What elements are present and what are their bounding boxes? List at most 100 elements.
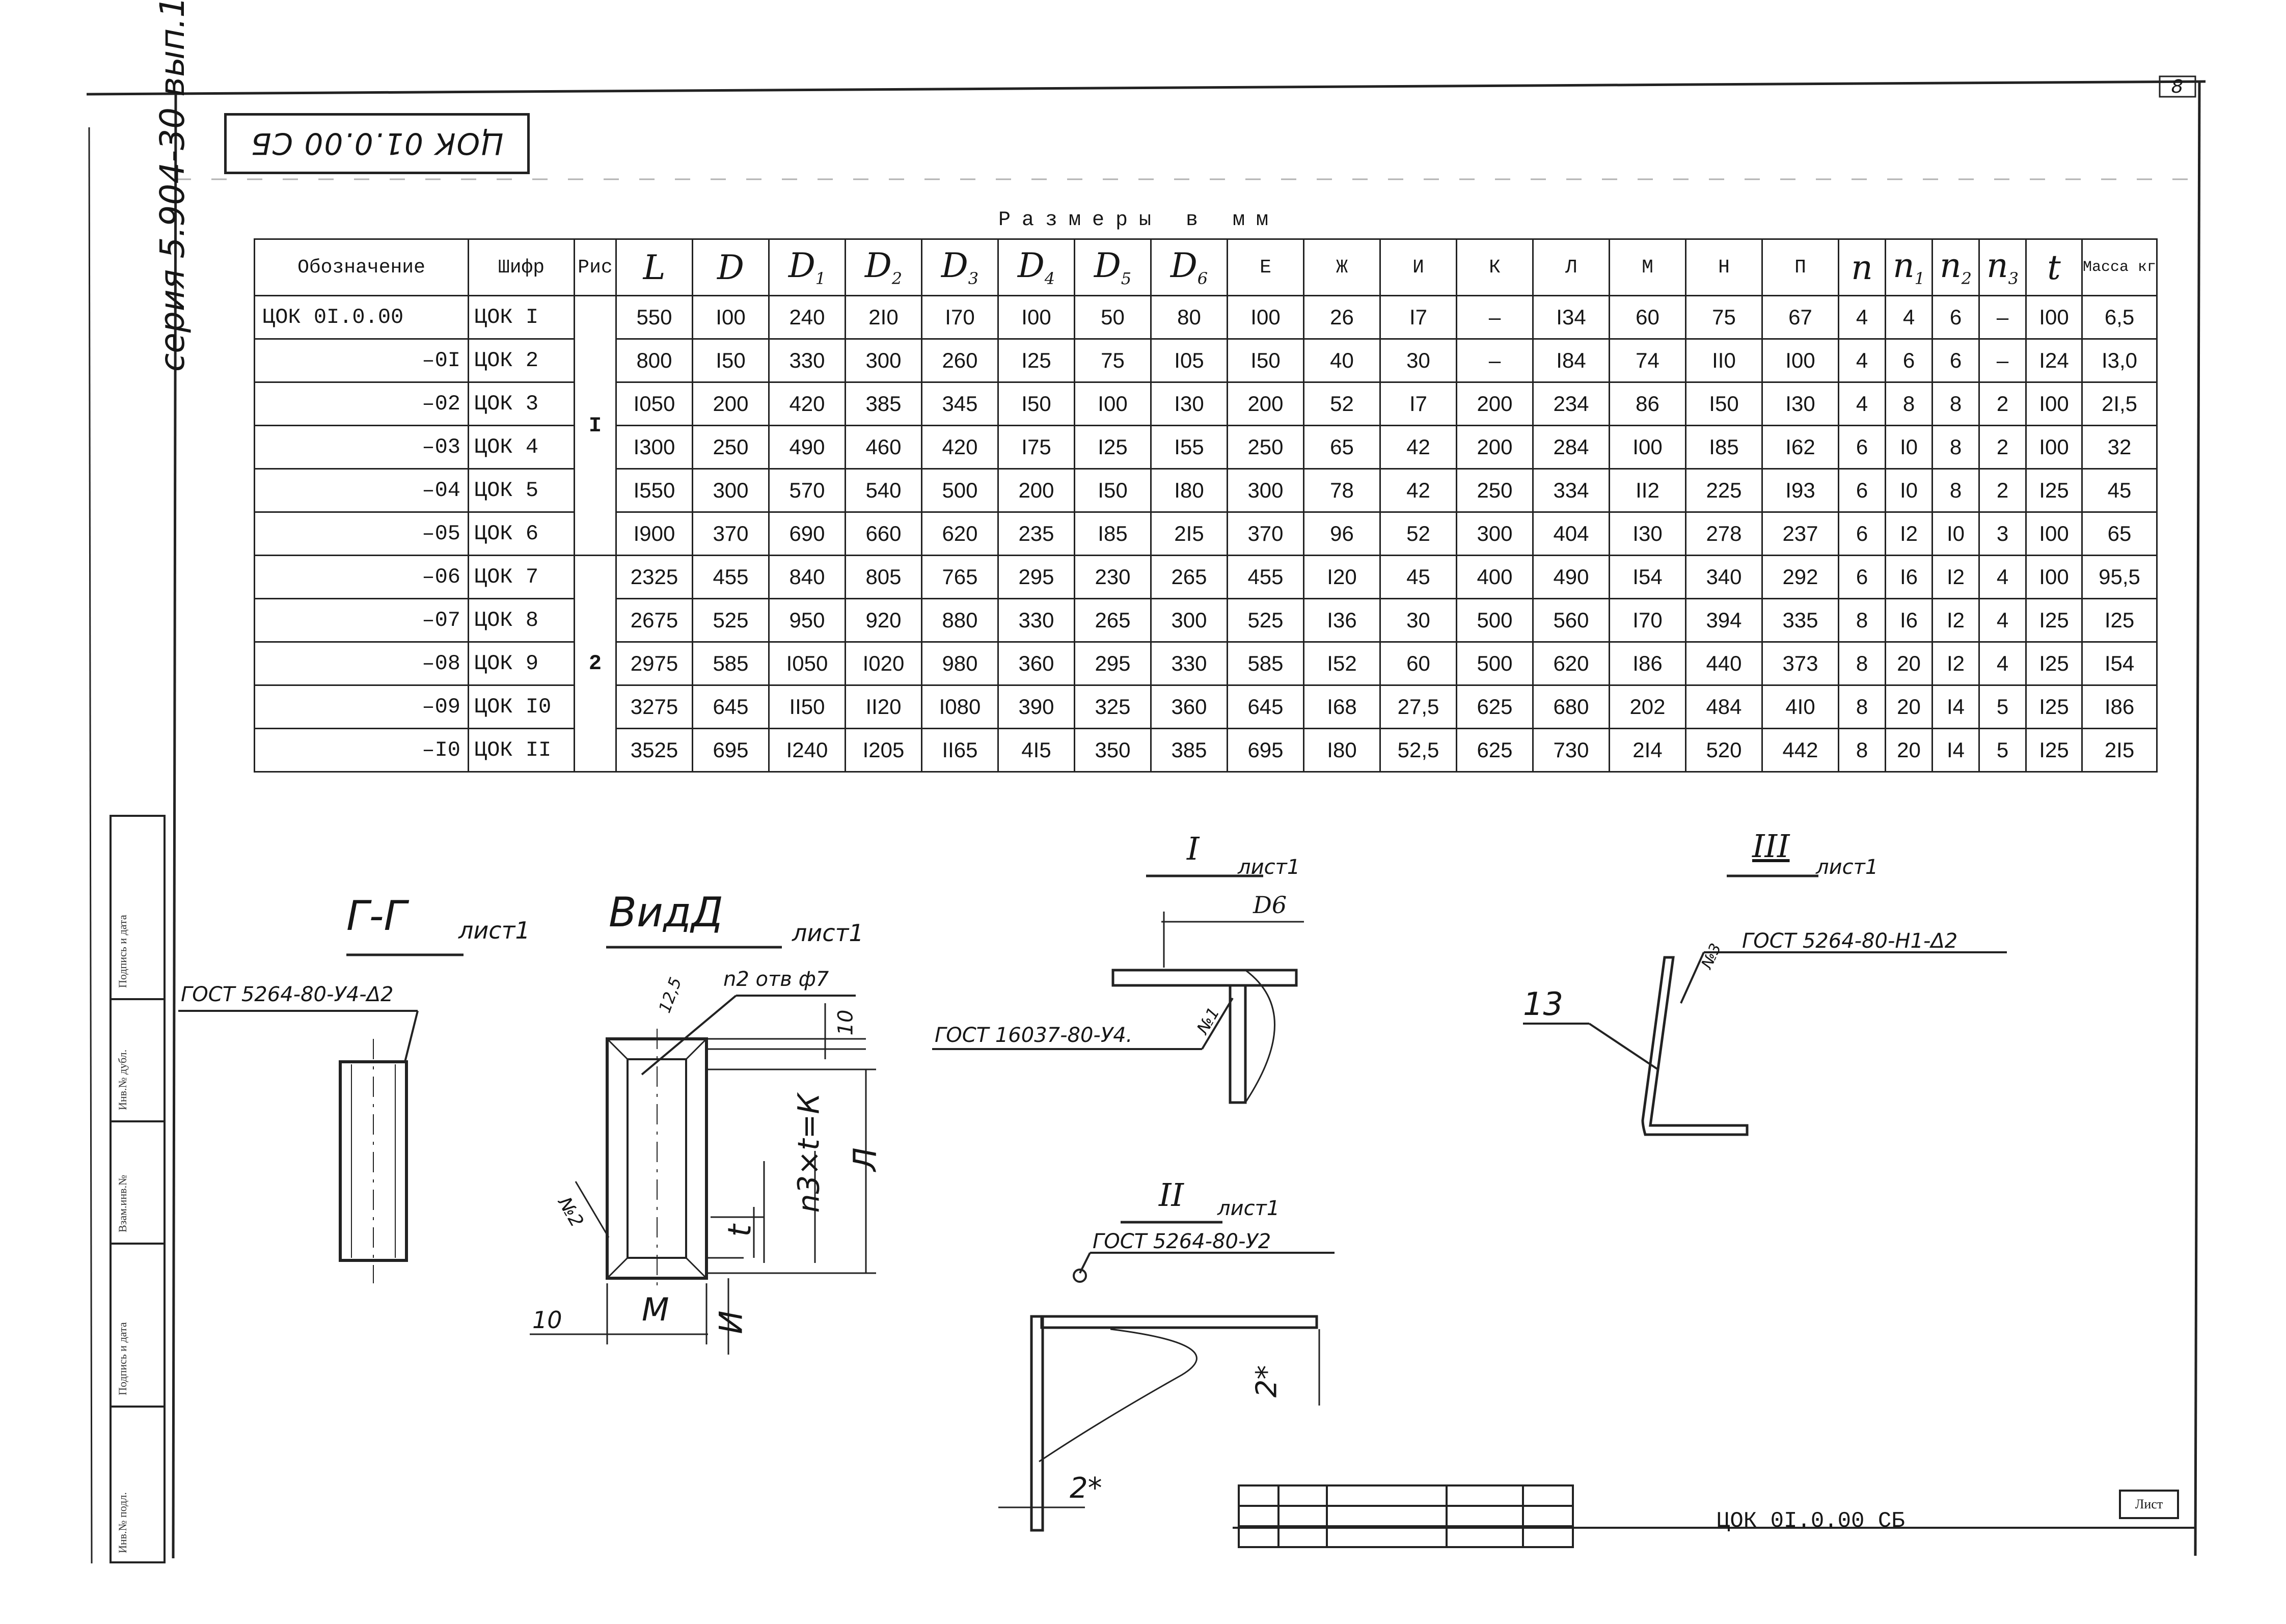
table-cell: 360 bbox=[997, 641, 1075, 686]
table-cell: 334 bbox=[1532, 468, 1610, 513]
table-cell: 8 bbox=[1838, 684, 1886, 729]
table-cell: I240 bbox=[768, 728, 846, 773]
table-cell: I0 bbox=[1885, 468, 1933, 513]
table-cell: I62 bbox=[1761, 425, 1839, 470]
table-cell: I86 bbox=[1609, 641, 1686, 686]
margin-label: Инв.№ подл. bbox=[116, 1492, 129, 1553]
table-cell: 4 bbox=[1885, 295, 1933, 340]
table-cell: 30 bbox=[1379, 338, 1457, 383]
vd-M: М bbox=[642, 1291, 669, 1328]
title-block-code: ЦОК 0I.0.00 СБ bbox=[1717, 1508, 1905, 1534]
table-cell: 2675 bbox=[615, 598, 693, 643]
table-cell: I050 bbox=[768, 641, 846, 686]
d3-pos: 13 bbox=[1523, 985, 1563, 1023]
table-cell: 30 bbox=[1379, 598, 1457, 643]
table-cell: 300 bbox=[1227, 468, 1304, 513]
table-cell: 570 bbox=[768, 468, 846, 513]
table-cell-designation: –0I bbox=[254, 338, 469, 383]
table-cell: 3525 bbox=[615, 728, 693, 773]
vd-title: ВидД bbox=[609, 889, 723, 936]
table-cell-code: ЦОК 2 bbox=[468, 338, 575, 383]
table-cell: 278 bbox=[1685, 511, 1763, 556]
table-cell: 345 bbox=[921, 381, 999, 426]
table-cell: I300 bbox=[615, 425, 693, 470]
table-cell: – bbox=[1978, 338, 2027, 383]
table-cell: 2325 bbox=[615, 555, 693, 599]
table-cell: I00 bbox=[2025, 511, 2083, 556]
d2-sheet: лист1 bbox=[1217, 1197, 1280, 1220]
table-cell: 20 bbox=[1885, 684, 1933, 729]
table-cell: 96 bbox=[1303, 511, 1381, 556]
table-cell: 394 bbox=[1685, 598, 1763, 643]
table-cell: 404 bbox=[1532, 511, 1610, 556]
table-cell: 42 bbox=[1379, 468, 1457, 513]
d2-dim-b: 2* bbox=[1070, 1472, 1102, 1505]
table-cell: I00 bbox=[2025, 381, 2083, 426]
table-cell: 202 bbox=[1609, 684, 1686, 729]
table-cell: I24 bbox=[2025, 338, 2083, 383]
table-cell: 620 bbox=[921, 511, 999, 556]
header-D2: D2 bbox=[845, 238, 922, 296]
table-cell: II20 bbox=[845, 684, 922, 729]
table-cell: 200 bbox=[1456, 381, 1534, 426]
table-cell: I70 bbox=[1609, 598, 1686, 643]
table-cell: I00 bbox=[2025, 295, 2083, 340]
table-cell: 6 bbox=[1838, 511, 1886, 556]
vd-t: t bbox=[721, 1224, 758, 1237]
table-cell: 80 bbox=[1150, 295, 1228, 340]
table-cell: 8 bbox=[1885, 381, 1933, 426]
table-cell: 3275 bbox=[615, 684, 693, 729]
table-cell: 390 bbox=[997, 684, 1075, 729]
margin-divider bbox=[110, 1120, 166, 1122]
header-designation: Обозначение bbox=[254, 238, 469, 296]
vd-holes-leader bbox=[641, 995, 737, 1076]
table-cell: I85 bbox=[1685, 425, 1763, 470]
table-cell: 67 bbox=[1761, 295, 1839, 340]
table-cell: I85 bbox=[1074, 511, 1152, 556]
table-cell: I25 bbox=[2025, 728, 2083, 773]
table-cell: 6 bbox=[1931, 295, 1980, 340]
table-cell: I93 bbox=[1761, 468, 1839, 513]
table-cell: 45 bbox=[1379, 555, 1457, 599]
table-cell-designation: –06 bbox=[254, 555, 469, 599]
header-N: Н bbox=[1685, 238, 1763, 296]
title-block-sheet-label: Лист bbox=[2119, 1490, 2179, 1519]
gg-title: Г-Г bbox=[346, 892, 407, 940]
margin-stamp-column bbox=[110, 815, 166, 1563]
table-cell: I900 bbox=[615, 511, 693, 556]
table-cell: I25 bbox=[2025, 468, 2083, 513]
table-cell: I080 bbox=[921, 684, 999, 729]
table-cell: 52 bbox=[1303, 381, 1381, 426]
table-cell: 385 bbox=[845, 381, 922, 426]
table-cell: 8 bbox=[1931, 381, 1980, 426]
table-cell: 695 bbox=[1227, 728, 1304, 773]
table-cell: I050 bbox=[615, 381, 693, 426]
table-cell: 325 bbox=[1074, 684, 1152, 729]
table-cell: 765 bbox=[921, 555, 999, 599]
table-cell: 4I0 bbox=[1761, 684, 1839, 729]
table-cell: 980 bbox=[921, 641, 999, 686]
table-cell: 234 bbox=[1532, 381, 1610, 426]
table-cell-code: ЦОК 6 bbox=[468, 511, 575, 556]
table-cell: 340 bbox=[1685, 555, 1763, 599]
table-cell: I4 bbox=[1931, 684, 1980, 729]
table-cell: 625 bbox=[1456, 728, 1534, 773]
table-cell: I00 bbox=[997, 295, 1075, 340]
table-cell: 230 bbox=[1074, 555, 1152, 599]
table-cell: 2I,5 bbox=[2081, 381, 2158, 426]
table-cell: 52 bbox=[1379, 511, 1457, 556]
table-cell-designation: –02 bbox=[254, 381, 469, 426]
table-cell: 60 bbox=[1379, 641, 1457, 686]
table-cell: 292 bbox=[1761, 555, 1839, 599]
table-cell: 500 bbox=[1456, 641, 1534, 686]
table-cell: 74 bbox=[1609, 338, 1686, 383]
table-cell: I00 bbox=[2025, 425, 2083, 470]
header-n3: n3 bbox=[1978, 238, 2027, 296]
table-cell: 805 bbox=[845, 555, 922, 599]
table-cell: 645 bbox=[692, 684, 770, 729]
